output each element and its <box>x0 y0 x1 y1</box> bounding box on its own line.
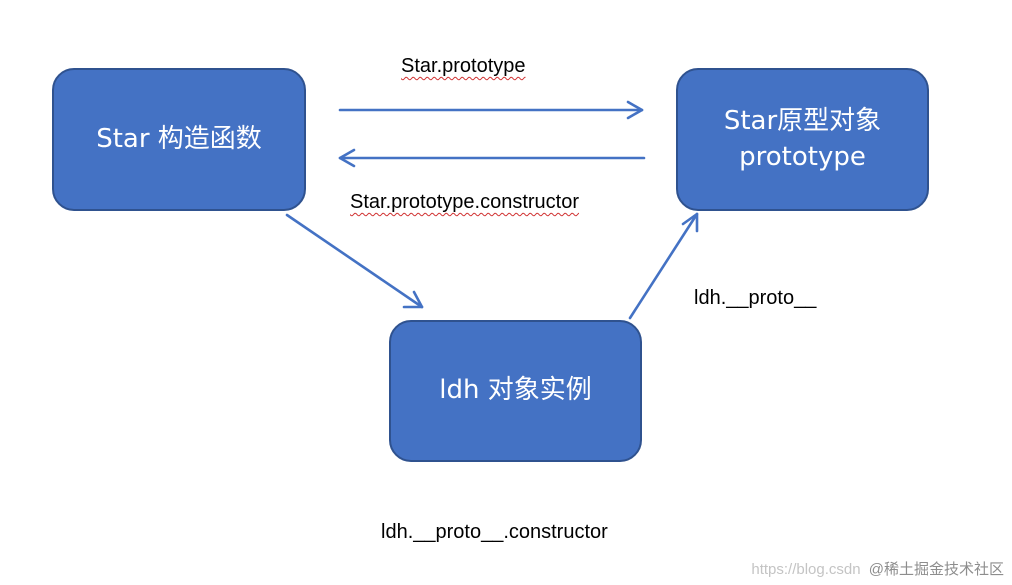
prototype-node-title: Star原型对象 <box>723 106 882 137</box>
arrow-instance-to-prototype <box>628 212 699 320</box>
constructor-node-label: Star 构造函数 <box>96 123 262 154</box>
prototype-node: Star原型对象 prototype <box>676 68 929 211</box>
arrow-constructor-to-prototype <box>338 100 644 120</box>
watermark: https://blog.csdn @稀土掘金技术社区 <box>751 558 1004 579</box>
instance-node-label: ldh 对象实例 <box>439 375 592 406</box>
edge-label-prototype: Star.prototype <box>401 55 526 77</box>
watermark-brand: @稀土掘金技术社区 <box>868 561 1004 578</box>
watermark-site: https://blog.csdn <box>751 561 861 578</box>
arrow-constructor-to-instance <box>285 213 424 309</box>
instance-node: ldh 对象实例 <box>389 320 642 462</box>
edge-label-instance-constructor: ldh.__proto__.constructor <box>381 521 608 543</box>
edge-label-instance-proto: ldh.__proto__ <box>694 287 817 309</box>
constructor-node: Star 构造函数 <box>52 68 306 211</box>
prototype-node-subtitle: prototype <box>739 141 866 172</box>
arrow-prototype-to-constructor <box>338 148 646 168</box>
edge-label-prototype-constructor: Star.prototype.constructor <box>350 191 580 213</box>
